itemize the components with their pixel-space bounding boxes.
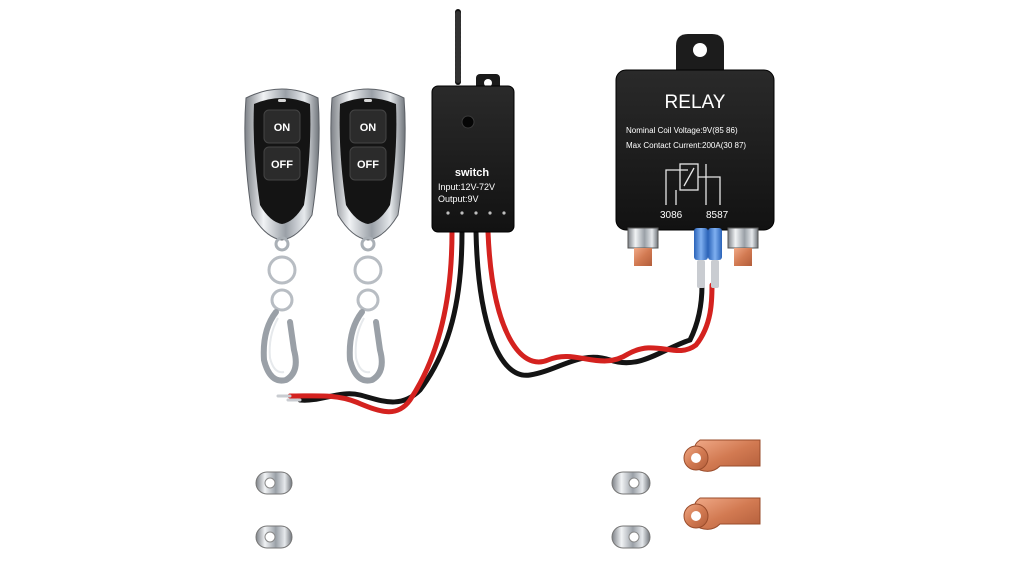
remote-control-1: ON OFF: [244, 88, 320, 384]
receiver-switch-module: switch Input:12V-72V Output:9V: [431, 74, 515, 233]
switch-input-spec: Input:12V-72V: [438, 182, 495, 192]
remote-1-on-button: [263, 109, 301, 144]
remote-control-2: ON OFF: [330, 88, 406, 384]
red-wire-right: [485, 229, 715, 365]
switch-output-spec: Output:9V: [438, 194, 479, 204]
switch-title: switch: [455, 167, 490, 179]
red-wire-left: [287, 229, 455, 415]
remote-2-on-label: ON: [360, 122, 377, 134]
wire-harness: [276, 9, 715, 415]
relay-left-stud: [627, 227, 659, 266]
battery-cable-1: [255, 471, 651, 495]
battery-cable-2: [255, 525, 651, 549]
switch-terminal-markers: [446, 211, 506, 215]
switch-housing: [431, 85, 515, 233]
copper-ring-terminal-2: [683, 497, 761, 530]
relay-right-terminal-labels: 8587: [706, 210, 729, 221]
remote-1-off-button: [263, 146, 301, 181]
remote-1-ring-eyelet: [274, 236, 290, 252]
remote-1-off-label: OFF: [271, 159, 293, 171]
remote-1-led: [278, 99, 286, 102]
relay-unit: RELAY Nominal Coil Voltage:9V(85 86) Max…: [615, 34, 775, 288]
remote-2-key-ring: [353, 255, 383, 285]
remote-1-key-ring: [267, 255, 297, 285]
copper-ring-terminal-1: [683, 439, 761, 472]
black-wire-left: [297, 229, 465, 405]
relay-schematic-icon: [665, 163, 721, 205]
remote-1-on-label: ON: [274, 122, 291, 134]
black-wire-right: [473, 229, 705, 378]
switch-indicator-led: [461, 115, 475, 129]
remote-2-ring-eyelet: [360, 236, 376, 252]
relay-right-stud: [727, 227, 759, 266]
remote-2-swivel: [356, 288, 380, 312]
relay-left-terminal-labels: 3086: [660, 210, 683, 221]
remote-2-off-button: [349, 146, 387, 181]
remote-2-lobster-clasp: [346, 309, 385, 384]
remote-2-led: [364, 99, 372, 102]
remote-2-off-label: OFF: [357, 159, 379, 171]
relay-title: RELAY: [665, 92, 726, 113]
remote-2-on-button: [349, 109, 387, 144]
relay-contact-current: Max Contact Current:200A(30 87): [626, 141, 746, 150]
relay-spade-connectors: [694, 228, 722, 288]
remote-1-swivel: [270, 288, 294, 312]
relay-coil-voltage: Nominal Coil Voltage:9V(85 86): [626, 126, 738, 135]
remote-1-lobster-clasp: [260, 309, 299, 384]
